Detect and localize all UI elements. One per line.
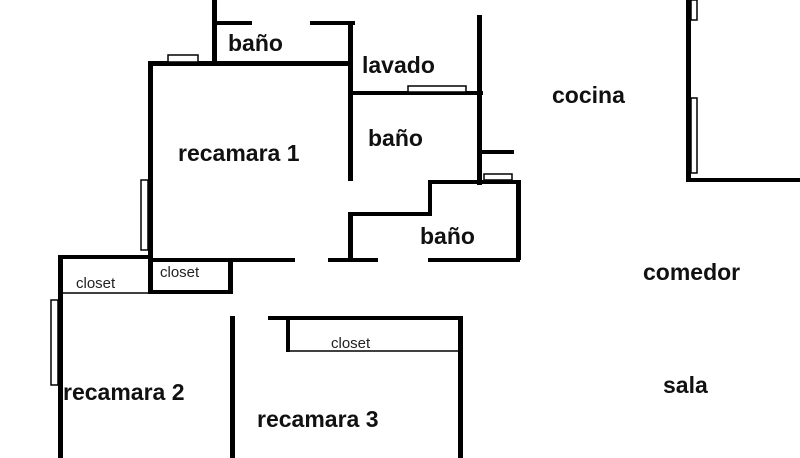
wall xyxy=(228,258,233,293)
window xyxy=(690,97,698,174)
wall xyxy=(148,61,353,66)
wall xyxy=(230,258,295,262)
window xyxy=(140,179,149,251)
wall xyxy=(686,178,800,182)
room-label-comedor: comedor xyxy=(643,259,740,285)
wall xyxy=(148,290,233,294)
wall xyxy=(148,61,153,293)
wall xyxy=(482,150,514,154)
window xyxy=(50,299,59,386)
closet-label: closet xyxy=(76,275,116,292)
room-label-recamara-3: recamara 3 xyxy=(257,406,379,432)
room-label-sala: sala xyxy=(663,372,708,398)
wall xyxy=(212,0,217,65)
wall xyxy=(428,180,520,184)
room-label-bano-mid: baño xyxy=(368,125,423,151)
wall xyxy=(353,91,483,95)
window xyxy=(167,54,199,63)
wall xyxy=(268,316,462,320)
wall xyxy=(310,21,355,25)
room-label-lavado: lavado xyxy=(362,52,435,78)
wall xyxy=(516,180,521,260)
room-label-recamara-1: recamara 1 xyxy=(178,140,300,166)
wall xyxy=(328,258,378,262)
wall xyxy=(348,212,353,262)
window xyxy=(407,85,467,93)
wall xyxy=(428,180,432,215)
wall xyxy=(230,316,235,458)
wall xyxy=(458,316,463,458)
window xyxy=(483,173,513,181)
wall xyxy=(58,255,63,458)
wall xyxy=(348,21,353,181)
wall xyxy=(212,21,252,25)
room-label-bano-low: baño xyxy=(420,223,475,249)
room-label-recamara-2: recamara 2 xyxy=(63,379,185,405)
closet-label: closet xyxy=(331,335,371,352)
closet-label: closet xyxy=(160,264,200,281)
wall xyxy=(286,316,290,352)
window xyxy=(690,0,698,21)
wall xyxy=(428,258,520,262)
wall xyxy=(60,255,152,259)
wall xyxy=(148,258,233,262)
wall xyxy=(350,212,432,216)
room-label-cocina: cocina xyxy=(552,82,625,108)
room-label-bano-top: baño xyxy=(228,30,283,56)
wall xyxy=(686,0,691,182)
wall xyxy=(477,15,482,185)
